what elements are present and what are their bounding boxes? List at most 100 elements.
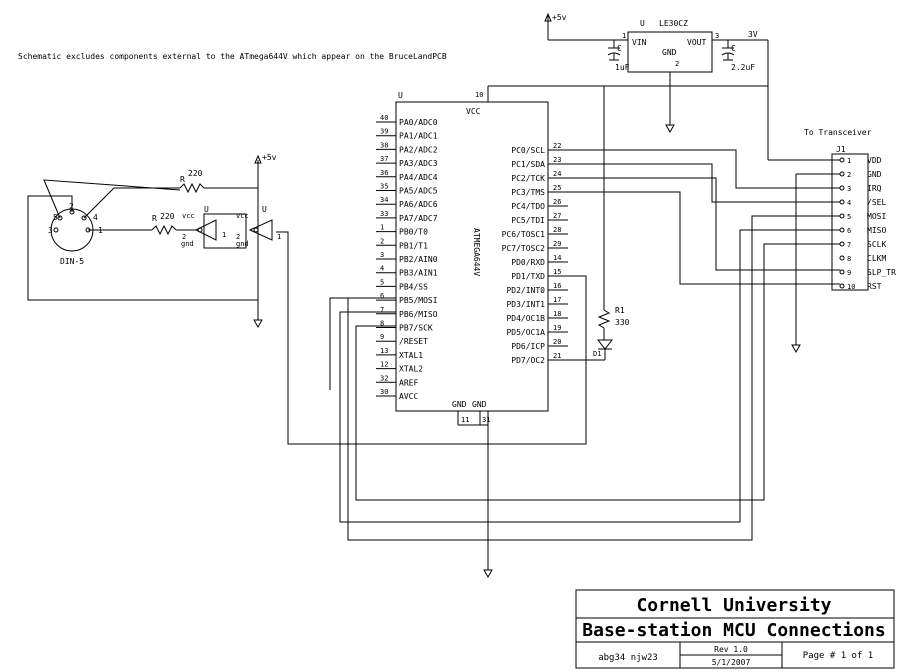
ground-icon	[253, 319, 263, 329]
power-arrow-icon	[544, 12, 552, 22]
j1-pin-icon	[839, 185, 845, 191]
mcu-left-pin-number: 9	[380, 333, 384, 341]
mcu-right-pin-name: PC5/TDI	[511, 216, 545, 225]
mcu-left-pin-number: 40	[380, 114, 388, 122]
mcu-left-pin-name: PB7/SCK	[399, 324, 433, 333]
titleblock-org: Cornell University	[636, 595, 831, 616]
mcu-left-pin-number: 32	[380, 374, 388, 382]
r-bot-value: 220	[160, 212, 175, 221]
j1-pin-icon	[839, 269, 845, 275]
regulator-vout: VOUT	[687, 38, 706, 47]
mcu-right-pin-name: PC4/TDO	[511, 202, 545, 211]
mcu-left-pin-number: 1	[380, 224, 384, 232]
buffer1-in: 2	[182, 233, 186, 241]
j1-pin-number: 5	[847, 213, 851, 221]
regulator-gnd: GND	[662, 48, 677, 57]
mcu-left-pin-name: PB0/T0	[399, 228, 428, 237]
cap-in-value: 1uF	[615, 63, 630, 72]
mcu-left-pin-number: 34	[380, 196, 388, 204]
mcu-right-pin-number: 26	[553, 198, 561, 206]
din5-interface: 5 4 2 3 1 DIN-5 R 220 +5v R 220 U vcc gn…	[27, 153, 281, 329]
mcu-right-pin-name: PC1/SDA	[511, 160, 545, 169]
mcu-left-pin-name: PA5/ADC5	[399, 187, 438, 196]
mcu-left-pin-number: 5	[380, 278, 384, 286]
ground-icon	[483, 569, 493, 579]
cap-out-ref: C	[731, 44, 736, 53]
r-top-ref: R	[180, 175, 185, 184]
j1-pin-icon	[839, 241, 845, 247]
mcu-gnd-pin1: 11	[461, 416, 469, 424]
regulator-pin-out: 3	[715, 32, 719, 40]
mcu-left-pin-name: PA6/ADC6	[399, 200, 438, 209]
j1-pin-number: 4	[847, 199, 851, 207]
mcu-right-pin-number: 29	[553, 240, 561, 248]
mcu-left-pin-name: PB6/MISO	[399, 310, 438, 319]
mcu-left-pin-number: 13	[380, 347, 388, 355]
mcu-left-pin-number: 4	[380, 265, 384, 273]
mcu-right-pin-number: 27	[553, 212, 561, 220]
mcu-right-pin-number: 25	[553, 184, 561, 192]
buffer2-in: 2	[236, 233, 240, 241]
j1-pin-number: 8	[847, 255, 851, 263]
mcu-right-pin-name: PC6/TOSC1	[502, 230, 546, 239]
mcu-left-pin-number: 38	[380, 141, 388, 149]
din-pin3: 3	[48, 226, 53, 235]
mcu-right-pin-name: PD1/TXD	[511, 272, 545, 281]
cap-in-ref: C	[617, 44, 622, 53]
buffer2-out: 1	[277, 233, 281, 241]
mcu-gnd-pin2: 31	[482, 416, 490, 424]
mcu-right-pin-name: PC7/TOSC2	[502, 244, 546, 253]
mcu-right-pin-name: PD3/INT1	[506, 300, 545, 309]
transceiver-title: To Transceiver	[804, 128, 872, 137]
j1-pin-name: GND	[867, 170, 882, 179]
mcu-left-pin-name: XTAL1	[399, 351, 423, 360]
mcu-left-pin-name: PB3/AIN1	[399, 269, 438, 278]
din-label: DIN-5	[60, 257, 84, 266]
mcu-left-pin-name: PB5/MOSI	[399, 296, 438, 305]
mcu-left-pin-number: 39	[380, 128, 388, 136]
j1-pin-icon	[839, 171, 845, 177]
power-arrow-icon	[254, 154, 262, 164]
din-pin5: 5	[53, 213, 58, 222]
buffer2-vcc: vcc	[236, 212, 249, 220]
mcu-name: ATMEGA644V	[472, 228, 481, 276]
ground-icon	[665, 124, 675, 134]
j1-pin-icon	[839, 199, 845, 205]
mcu-left-pin-name: PA0/ADC0	[399, 118, 438, 127]
j1-pin-number: 2	[847, 171, 851, 179]
mcu-gnd2: GND	[472, 400, 487, 409]
mcu-left-pin-number: 35	[380, 183, 388, 191]
mcu-right-pin-name: PD6/ICP	[511, 342, 545, 351]
plus5-top-label: +5v	[552, 13, 567, 22]
regulator-part: LE30CZ	[659, 19, 688, 28]
j1-pin-icon	[839, 157, 845, 163]
mcu-right-pin-name: PC0/SCL	[511, 146, 545, 155]
regulator-vin: VIN	[632, 38, 647, 47]
mcu-left-pin-number: 12	[380, 361, 388, 369]
mcu-right-pin-number: 23	[553, 156, 561, 164]
mcu-gnd1: GND	[452, 400, 467, 409]
titleblock-authors: abg34 njw23	[598, 653, 658, 663]
mcu-left-pin-name: PB1/T1	[399, 241, 428, 250]
mcu-left-pin-name: PA3/ADC3	[399, 159, 438, 168]
titleblock-title: Base-station MCU Connections	[582, 620, 885, 641]
j1-pin-icon	[839, 283, 845, 289]
regulator-pin-gnd: 2	[675, 60, 679, 68]
mcu-right-pin-number: 14	[553, 254, 561, 262]
j1-pin-name: /SEL	[867, 198, 886, 207]
mcu-right-pin-name: PD5/OC1A	[506, 328, 545, 337]
led-resistor-value: 330	[615, 318, 630, 327]
titleblock-date: 5/1/2007	[712, 658, 751, 667]
mcu-left-pin-name: /RESET	[399, 337, 428, 346]
mcu-left-pin-number: 36	[380, 169, 388, 177]
j1-pin-number: 6	[847, 227, 851, 235]
buffer1-gnd: gnd	[181, 240, 194, 248]
mcu-right-pin-number: 15	[553, 268, 561, 276]
buffer-2-icon	[248, 219, 273, 241]
buffer1-out: 1	[222, 231, 226, 239]
signal-wires: R1 330 D1	[276, 149, 840, 541]
mcu-right-pin-number: 24	[553, 170, 561, 178]
j1-pin-number: 7	[847, 241, 851, 249]
